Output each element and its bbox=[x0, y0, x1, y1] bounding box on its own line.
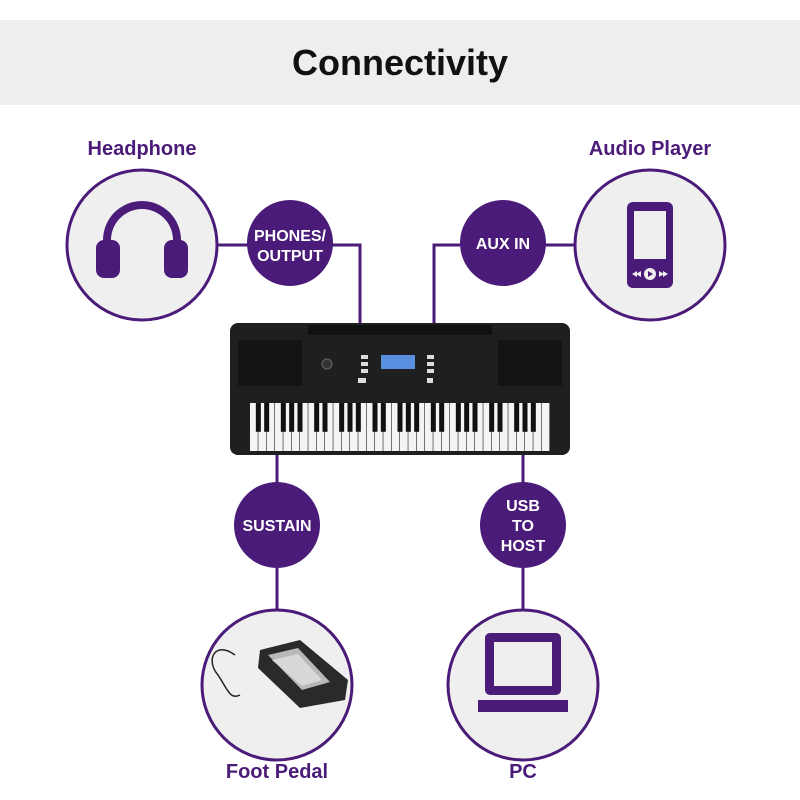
right-speaker bbox=[498, 340, 562, 386]
white-key bbox=[516, 403, 525, 451]
white-key bbox=[383, 403, 392, 451]
black-key bbox=[255, 403, 261, 432]
black-key bbox=[472, 403, 478, 432]
svg-text:AUX IN: AUX IN bbox=[476, 236, 530, 253]
white-key bbox=[466, 403, 475, 451]
white-key bbox=[441, 403, 450, 451]
white-key bbox=[266, 403, 275, 451]
svg-text:USB: USB bbox=[506, 498, 540, 515]
white-key bbox=[483, 403, 492, 451]
audio-player-label: Audio Player bbox=[589, 138, 711, 160]
black-key bbox=[289, 403, 295, 432]
black-key bbox=[347, 403, 353, 432]
black-key bbox=[497, 403, 503, 432]
svg-text:SUSTAIN: SUSTAIN bbox=[242, 518, 311, 535]
white-key bbox=[358, 403, 367, 451]
white-key bbox=[433, 403, 442, 451]
port-usb-to-host: USB TO HOST bbox=[480, 482, 566, 568]
black-key bbox=[297, 403, 303, 432]
white-key bbox=[508, 403, 517, 451]
black-key bbox=[414, 403, 420, 432]
piano-keys bbox=[250, 403, 550, 451]
white-key bbox=[400, 403, 408, 451]
black-key bbox=[530, 403, 536, 432]
black-key bbox=[322, 403, 328, 432]
white-key bbox=[458, 403, 467, 451]
white-key bbox=[350, 403, 358, 451]
white-key bbox=[475, 403, 483, 451]
white-key bbox=[525, 403, 533, 451]
headphones-icon bbox=[96, 201, 188, 278]
white-key bbox=[333, 403, 342, 451]
black-key bbox=[339, 403, 345, 432]
black-key bbox=[380, 403, 386, 432]
white-key bbox=[250, 403, 258, 451]
black-key bbox=[397, 403, 403, 432]
black-key bbox=[314, 403, 320, 432]
black-key bbox=[372, 403, 378, 432]
media-player-icon bbox=[627, 202, 673, 288]
white-key bbox=[291, 403, 300, 451]
white-key bbox=[375, 403, 383, 451]
title-band bbox=[0, 20, 800, 105]
keyboard-image bbox=[230, 323, 570, 455]
white-key bbox=[408, 403, 417, 451]
pc-label: PC bbox=[509, 761, 537, 783]
white-key bbox=[308, 403, 317, 451]
left-speaker bbox=[238, 340, 302, 386]
white-key bbox=[275, 403, 283, 451]
black-key bbox=[455, 403, 461, 432]
white-key bbox=[491, 403, 500, 451]
white-key bbox=[425, 403, 433, 451]
lcd-display bbox=[381, 355, 415, 369]
white-key bbox=[341, 403, 350, 451]
white-key bbox=[283, 403, 292, 451]
black-key bbox=[514, 403, 520, 432]
svg-text:PHONES/: PHONES/ bbox=[254, 228, 327, 245]
white-key bbox=[391, 403, 400, 451]
white-key bbox=[541, 403, 550, 451]
white-key bbox=[500, 403, 508, 451]
white-key bbox=[366, 403, 375, 451]
black-key bbox=[522, 403, 528, 432]
black-key bbox=[430, 403, 436, 432]
port-aux-in: AUX IN bbox=[460, 200, 546, 286]
foot-pedal-label: Foot Pedal bbox=[226, 761, 328, 783]
black-key bbox=[280, 403, 286, 432]
port-sustain: SUSTAIN bbox=[234, 482, 320, 568]
laptop-icon bbox=[478, 633, 568, 712]
svg-text:TO: TO bbox=[512, 518, 534, 535]
white-key bbox=[316, 403, 325, 451]
port-phones-output: PHONES/ OUTPUT bbox=[247, 200, 333, 286]
svg-text:OUTPUT: OUTPUT bbox=[257, 248, 323, 265]
black-key bbox=[439, 403, 445, 432]
white-key bbox=[258, 403, 267, 451]
white-key bbox=[325, 403, 333, 451]
white-key bbox=[450, 403, 458, 451]
white-key bbox=[300, 403, 308, 451]
page-title: Connectivity bbox=[292, 42, 508, 83]
black-key bbox=[264, 403, 270, 432]
black-key bbox=[489, 403, 495, 432]
black-key bbox=[355, 403, 361, 432]
white-key bbox=[416, 403, 425, 451]
svg-text:HOST: HOST bbox=[501, 538, 546, 555]
black-key bbox=[405, 403, 411, 432]
black-key bbox=[464, 403, 470, 432]
headphone-circle bbox=[65, 168, 219, 322]
headphone-label: Headphone bbox=[88, 138, 197, 160]
sustain-pedal-icon bbox=[211, 640, 348, 708]
white-key bbox=[533, 403, 542, 451]
